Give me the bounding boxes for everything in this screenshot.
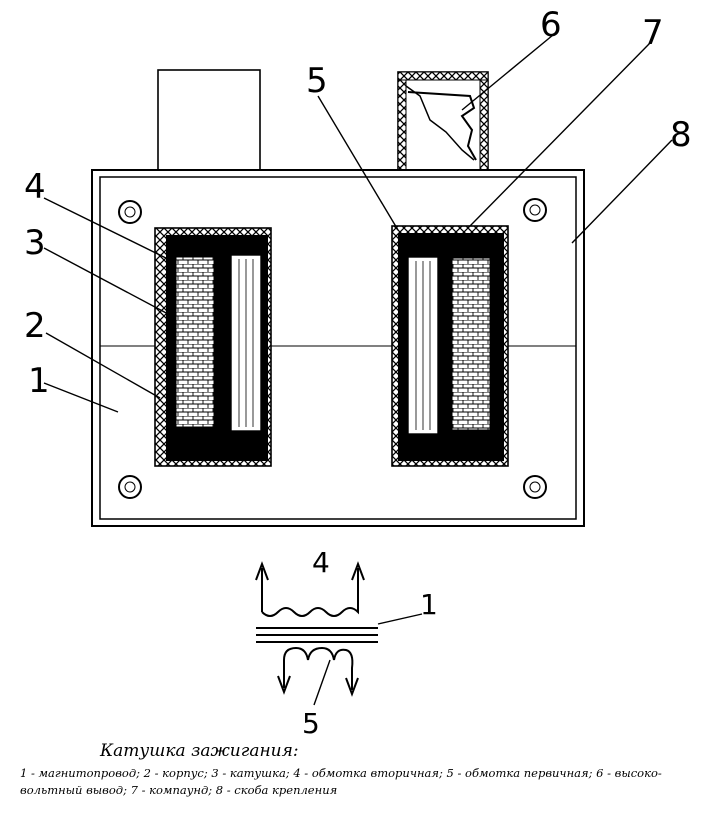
figure-caption-legend: 1 - магнитопровод; 2 - корпус; 3 - катуш… xyxy=(20,766,662,797)
arrow-down-right xyxy=(345,677,359,697)
arrow-up-left xyxy=(255,561,269,581)
leader-lines xyxy=(43,34,673,706)
callout-7: 7 xyxy=(642,13,664,53)
right-coil-window xyxy=(391,225,509,467)
callout-2: 2 xyxy=(24,306,46,346)
schematic-label-5: 5 xyxy=(302,707,320,740)
mounting-terminal xyxy=(157,69,261,171)
mounting-hole xyxy=(118,200,142,224)
callout-4: 4 xyxy=(24,167,46,207)
callout-1: 1 xyxy=(28,361,50,401)
mounting-hole xyxy=(523,475,547,499)
schematic-label-1: 1 xyxy=(420,588,438,621)
figure-caption-title: Катушка зажигания: xyxy=(100,741,299,761)
callout-3: 3 xyxy=(24,223,46,263)
mounting-hole xyxy=(523,198,547,222)
mounting-hole xyxy=(529,204,541,216)
transformer-schematic xyxy=(255,561,378,697)
arrow-up-right xyxy=(351,561,365,581)
mounting-holes xyxy=(118,198,547,499)
mounting-hole xyxy=(124,481,136,493)
mounting-hole xyxy=(118,475,142,499)
mounting-hole xyxy=(529,481,541,493)
left-coil-window xyxy=(154,227,272,467)
arrow-down-left xyxy=(277,675,291,695)
callout-8: 8 xyxy=(670,115,692,155)
callout-5: 5 xyxy=(306,61,328,101)
callout-6: 6 xyxy=(540,5,562,45)
secondary-winding xyxy=(261,568,359,617)
primary-winding xyxy=(283,646,354,690)
callout-labels: 4 3 2 1 5 6 7 8 xyxy=(24,5,692,401)
schematic-label-4: 4 xyxy=(312,546,330,579)
mounting-hole xyxy=(124,206,136,218)
high-voltage-terminal xyxy=(397,71,489,171)
schematic-labels: 4 1 5 xyxy=(302,546,438,740)
